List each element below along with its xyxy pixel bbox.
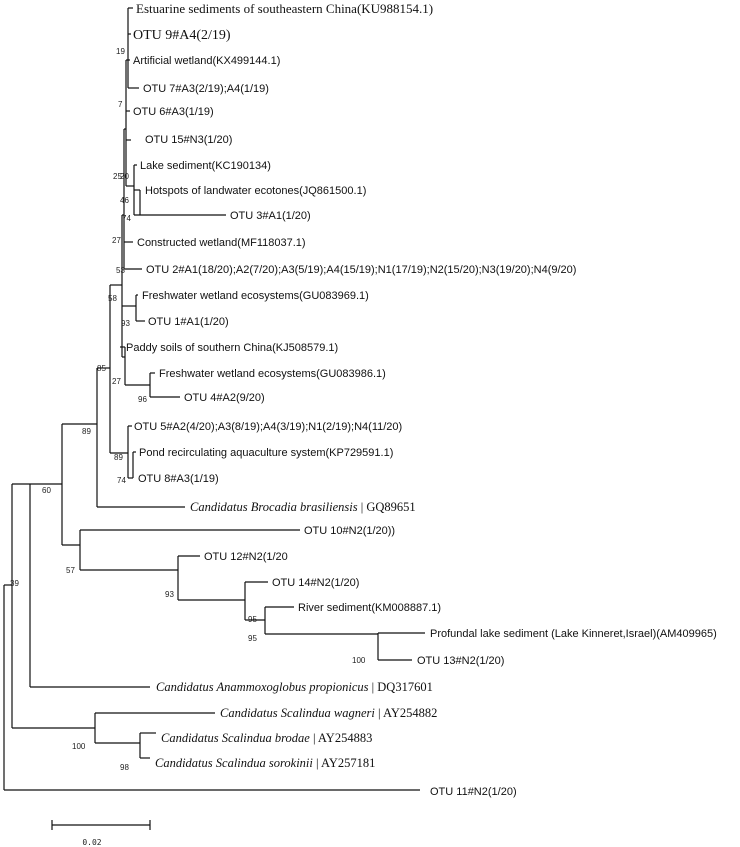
leaf-label: OTU 1#A1(1/20) xyxy=(148,316,229,328)
bootstrap-value: 89 xyxy=(114,453,123,462)
leaf-label: OTU 6#A3(1/19) xyxy=(133,106,214,118)
leaf-label: Freshwater wetland ecosystems(GU083969.1… xyxy=(142,290,369,302)
bootstrap-value: 39 xyxy=(10,579,19,588)
species-name: Candidatus Anammoxoglobus propionicus xyxy=(156,680,369,694)
species-name: Candidatus Scalindua wagneri xyxy=(220,706,375,720)
bootstrap-value: 19 xyxy=(116,47,125,56)
tree-branches xyxy=(3,7,425,830)
leaf-label: OTU 4#A2(9/20) xyxy=(184,392,265,404)
bootstrap-value: 100 xyxy=(72,742,86,751)
leaf-label: River sediment(KM008887.1) xyxy=(298,602,441,614)
bootstrap-value: 96 xyxy=(138,395,147,404)
species-name: Candidatus Scalindua brodae xyxy=(161,731,310,745)
bootstrap-value: 74 xyxy=(117,476,126,485)
leaf-label: OTU 13#N2(1/20) xyxy=(417,655,504,667)
leaf-labels: Estuarine sediments of southeastern Chin… xyxy=(126,1,717,798)
leaf-label: Profundal lake sediment (Lake Kinneret,I… xyxy=(430,628,717,640)
leaf-label: OTU 9#A4(2/19) xyxy=(133,28,231,43)
leaf-label: OTU 2#A1(18/20);A2(7/20);A3(5/19);A4(15/… xyxy=(146,264,576,276)
leaf-label: Lake sediment(KC190134) xyxy=(140,160,271,172)
leaf-label: Candidatus Anammoxoglobus propionicus | … xyxy=(156,680,433,694)
bootstrap-value: 46 xyxy=(120,196,129,205)
leaf-label: OTU 5#A2(4/20);A3(8/19);A4(3/19);N1(2/19… xyxy=(134,421,402,433)
species-name: Candidatus Scalindua sorokinii xyxy=(155,756,313,770)
bootstrap-value: 57 xyxy=(66,566,75,575)
leaf-label: Candidatus Scalindua wagneri | AY254882 xyxy=(220,706,437,720)
leaf-label: Artificial wetland(KX499144.1) xyxy=(133,55,280,67)
leaf-label: OTU 14#N2(1/20) xyxy=(272,577,359,589)
leaf-label: OTU 15#N3(1/20) xyxy=(145,134,232,146)
leaf-label: Estuarine sediments of southeastern Chin… xyxy=(136,1,433,16)
leaf-label: Candidatus Brocadia brasiliensis | GQ896… xyxy=(190,500,416,514)
bootstrap-value: 60 xyxy=(42,486,51,495)
accession-number: | DQ317601 xyxy=(372,680,433,694)
leaf-label: OTU 8#A3(1/19) xyxy=(138,473,219,485)
bootstrap-value: 25 xyxy=(113,172,122,181)
leaf-label: OTU 3#A1(1/20) xyxy=(230,210,311,222)
leaf-label: OTU 10#N2(1/20)) xyxy=(304,525,395,537)
bootstrap-value: 27 xyxy=(112,236,121,245)
bootstrap-value: 93 xyxy=(165,590,174,599)
scale-bar-label: 0.02 xyxy=(82,838,101,847)
bootstrap-value: 95 xyxy=(248,615,257,624)
leaf-label: OTU 7#A3(2/19);A4(1/19) xyxy=(143,83,269,95)
leaf-label: OTU 12#N2(1/20 xyxy=(204,551,288,563)
bootstrap-value: 74 xyxy=(122,214,131,223)
accession-number: | AY254883 xyxy=(313,731,372,745)
leaf-label: OTU 11#N2(1/20) xyxy=(430,786,517,798)
accession-number: | AY254882 xyxy=(378,706,437,720)
bootstrap-value: 58 xyxy=(108,294,117,303)
bootstrap-value: 89 xyxy=(82,427,91,436)
bootstrap-value: 100 xyxy=(352,656,366,665)
bootstrap-value: 20 xyxy=(120,172,129,181)
leaf-label: Hotspots of landwater ecotones(JQ861500.… xyxy=(145,185,366,197)
bootstrap-values: 19 7 25 20 46 74 27 53 58 93 85 27 96 89… xyxy=(10,47,366,772)
leaf-label: Candidatus Scalindua brodae | AY254883 xyxy=(161,731,372,745)
accession-number: | AY257181 xyxy=(316,756,375,770)
bootstrap-value: 85 xyxy=(97,364,106,373)
bootstrap-value: 98 xyxy=(120,763,129,772)
bootstrap-value: 53 xyxy=(116,266,125,275)
leaf-label: Pond recirculating aquaculture system(KP… xyxy=(139,447,393,459)
leaf-label: Paddy soils of southern China(KJ508579.1… xyxy=(126,342,338,354)
accession-number: | GQ89651 xyxy=(361,500,416,514)
bootstrap-value: 27 xyxy=(112,377,121,386)
leaf-label: Freshwater wetland ecosystems(GU083986.1… xyxy=(159,368,386,380)
bootstrap-value: 7 xyxy=(118,100,123,109)
bootstrap-value: 93 xyxy=(121,319,130,328)
leaf-label: Candidatus Scalindua sorokinii | AY25718… xyxy=(155,756,375,770)
species-name: Candidatus Brocadia brasiliensis xyxy=(190,500,358,514)
bootstrap-value: 95 xyxy=(248,634,257,643)
leaf-label: Constructed wetland(MF118037.1) xyxy=(137,237,306,249)
